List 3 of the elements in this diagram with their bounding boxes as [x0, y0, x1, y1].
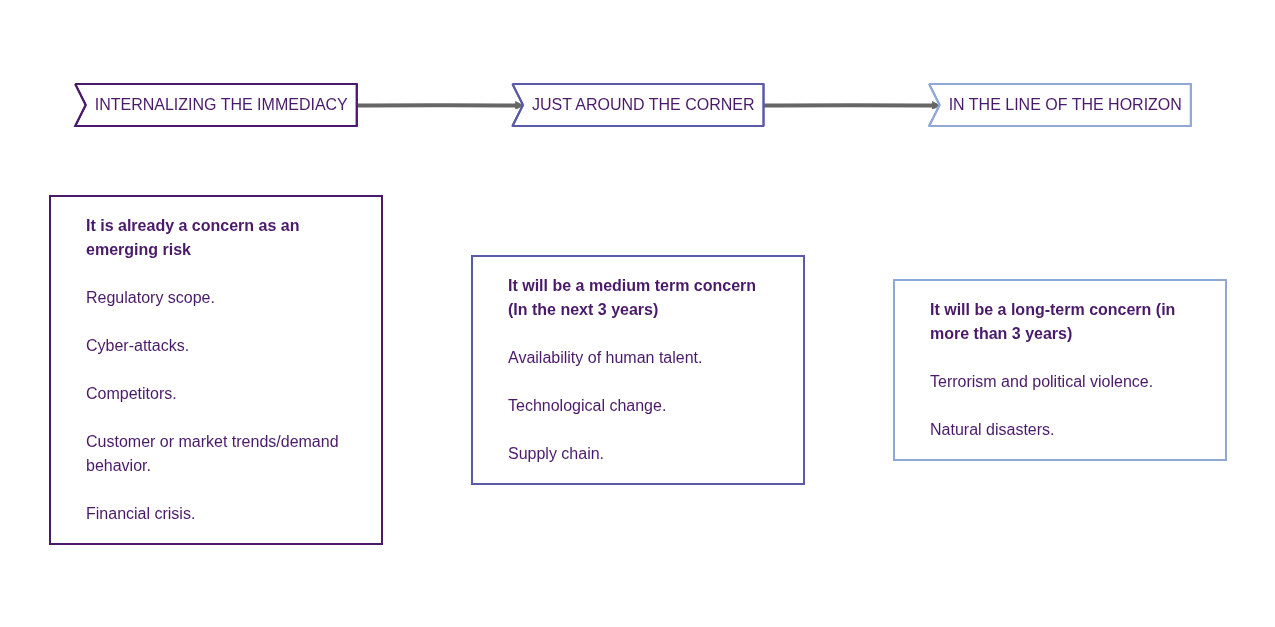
node-box: It will be a long-term concern (in more than 3 years) Terrorism and political violence. Natural disasters. [892, 278, 1227, 461]
node-box: It is already a concern as an emerging risk Regulatory scope. Cyber-attacks. Competitors. Customer or market trends/demand behavior. Financial crisis. [48, 194, 383, 545]
node-box: It will be a medium term concern (In the next 3 years) Availability of human talent. Technological change. Supply chain. [470, 254, 805, 485]
